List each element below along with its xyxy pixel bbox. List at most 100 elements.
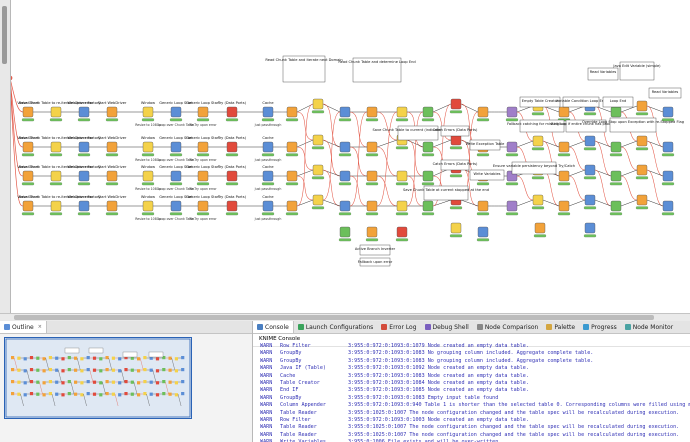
workflow-node[interactable] — [661, 170, 675, 186]
workflow-node[interactable] — [505, 141, 519, 157]
tab-node-comparison[interactable]: Node Comparison — [473, 321, 543, 333]
annotation[interactable]: Empty Table Creator — [519, 96, 561, 108]
tab-error-log[interactable]: Error Log — [377, 321, 420, 333]
tab-console[interactable]: Console — [253, 321, 294, 333]
annotation[interactable]: Override Loop Stop upon Exception with r… — [582, 117, 684, 133]
workflow-node[interactable] — [311, 134, 325, 150]
vertical-scrollbar-thumb[interactable] — [2, 6, 7, 64]
tab-node-monitor[interactable]: Node Monitor — [621, 321, 677, 333]
workflow-node[interactable] — [421, 141, 435, 157]
workflow-node[interactable]: Save Chunk Table to re-iterate upon erro… — [19, 165, 94, 186]
annotation[interactable]: Exit loop if entire chunk has processed — [551, 119, 621, 133]
tab-progress[interactable]: Progress — [579, 321, 621, 333]
workflow-node[interactable]: Verbal Start — [17, 101, 39, 122]
workflow-node[interactable] — [531, 135, 545, 151]
minimap-viewport-frame[interactable] — [5, 338, 191, 418]
annotation[interactable]: Catch Errors (Data Ports) — [433, 125, 478, 137]
workflow-node[interactable] — [338, 200, 352, 216]
workflow-node[interactable] — [311, 98, 325, 114]
workflow-node[interactable] — [449, 98, 463, 114]
annotation[interactable]: Read Variables — [587, 67, 619, 81]
workflow-node[interactable] — [365, 106, 379, 122]
workflow-node[interactable] — [557, 106, 571, 122]
workflow-node[interactable] — [449, 222, 463, 238]
workflow-node[interactable]: Save Chunk Table to re-iterate upon erro… — [19, 195, 94, 216]
annotation[interactable]: Fallback catching for missing Loop End — [507, 119, 577, 133]
workflow-node[interactable]: Try (Data Ports) — [217, 136, 247, 157]
workflow-node[interactable] — [395, 170, 409, 186]
annotation[interactable]: Save Chunk Table to current (indicated) … — [373, 125, 464, 141]
workflow-node[interactable] — [583, 194, 597, 210]
workflow-node[interactable] — [421, 170, 435, 186]
workflow-node[interactable] — [338, 106, 352, 122]
workflow-node[interactable] — [635, 135, 649, 151]
workflow-node[interactable]: Start WebDriver — [98, 136, 127, 157]
workflow-node[interactable]: Verbal Start — [17, 136, 39, 157]
workflow-node[interactable] — [505, 106, 519, 122]
annotation[interactable]: Ensure variable persistency beyond Try/C… — [493, 161, 575, 175]
workflow-node[interactable] — [338, 170, 352, 186]
annotation[interactable]: Catch Errors (Data Ports) — [433, 159, 478, 171]
workflow-node[interactable] — [365, 226, 379, 242]
workflow-node[interactable] — [365, 141, 379, 157]
workflow-node[interactable]: Start WebDriver — [98, 195, 127, 216]
workflow-node[interactable] — [583, 164, 597, 180]
tab-launch-configurations[interactable]: Launch Configurations — [294, 321, 377, 333]
workflow-node[interactable] — [395, 200, 409, 216]
workflow-node[interactable]: Try (Data Ports) — [217, 195, 247, 216]
horizontal-scrollbar-thumb[interactable] — [14, 315, 654, 320]
workflow-node[interactable]: WebDriver Factory — [67, 165, 101, 186]
workflow-node[interactable] — [365, 170, 379, 186]
workflow-node[interactable]: Save Chunk Table to re-iterate upon erro… — [19, 136, 94, 157]
annotation[interactable]: Active Branch Inverter — [355, 244, 396, 256]
workflow-node[interactable]: Try (Data Ports) — [217, 101, 247, 122]
workflow-node[interactable] — [557, 141, 571, 157]
workflow-node[interactable]: Start WebDriver — [98, 101, 127, 122]
annotation[interactable]: Java Edit Variable (simple) — [612, 61, 661, 81]
tab-outline[interactable]: Outline × — [0, 321, 47, 333]
workflow-node[interactable] — [476, 226, 490, 242]
workflow-node[interactable] — [635, 100, 649, 116]
workflow-node[interactable] — [476, 200, 490, 216]
annotation[interactable]: Save Chunk Table at current stopped at t… — [403, 185, 489, 201]
workflow-node[interactable] — [505, 200, 519, 216]
tab-debug-shell[interactable]: Debug Shell — [421, 321, 473, 333]
workflow-node[interactable] — [609, 170, 623, 186]
workflow-node[interactable] — [557, 170, 571, 186]
annotation[interactable]: Write Exception Table — [466, 139, 506, 151]
workflow-node[interactable] — [395, 106, 409, 122]
annotation[interactable]: Read Chunk Table and determine Loop End — [338, 57, 416, 83]
workflow-node[interactable]: Verbal Start — [17, 165, 39, 186]
workflow-node[interactable] — [583, 135, 597, 151]
outline-viewport[interactable] — [4, 337, 192, 419]
workflow-node[interactable] — [449, 134, 463, 150]
workflow-node[interactable] — [609, 141, 623, 157]
workflow-node[interactable] — [421, 106, 435, 122]
workflow-node[interactable] — [635, 164, 649, 180]
workflow-node[interactable] — [661, 200, 675, 216]
workflow-node[interactable] — [661, 106, 675, 122]
annotation[interactable]: Read Variables — [648, 87, 682, 99]
workflow-node[interactable] — [635, 194, 649, 210]
annotation[interactable]: Write Variables — [469, 169, 505, 181]
workflow-node[interactable] — [609, 200, 623, 216]
tab-palette[interactable]: Palette — [542, 321, 579, 333]
horizontal-scrollbar[interactable] — [0, 313, 690, 322]
workflow-node[interactable] — [583, 222, 597, 238]
